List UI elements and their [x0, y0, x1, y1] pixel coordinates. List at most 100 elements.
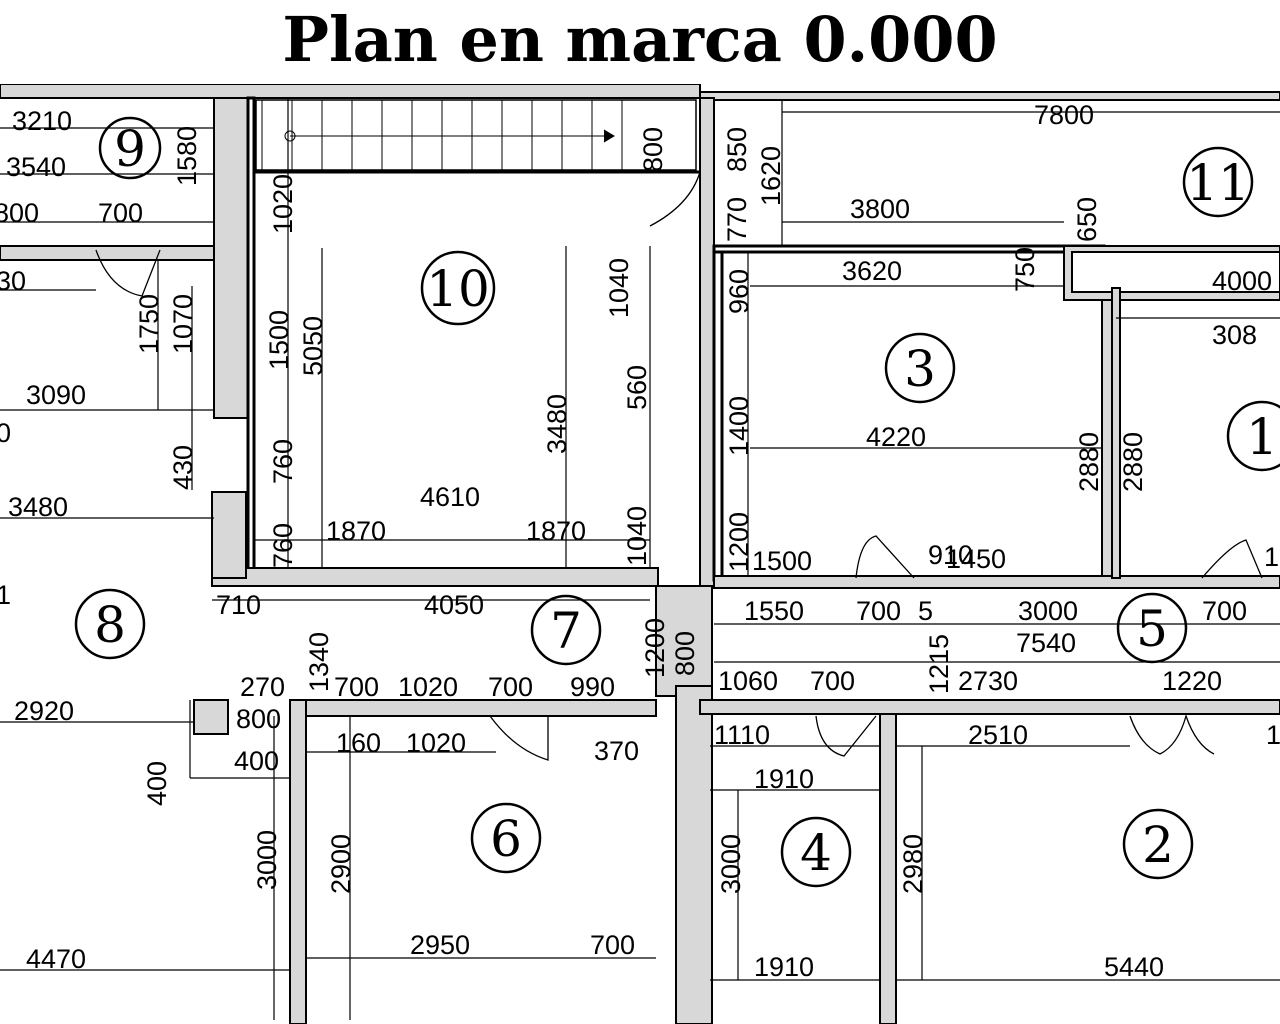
- wall-4-2-top: [699, 699, 1280, 715]
- dim-label: 370: [594, 736, 639, 766]
- dim-label: 1040: [622, 506, 652, 566]
- outer-wall-top-left: [0, 84, 701, 99]
- room-10-circle: [420, 250, 496, 326]
- doors: [95, 171, 1263, 761]
- dim-label: 2900: [326, 834, 356, 894]
- wall-3-left: [712, 250, 724, 582]
- wall-3-bottom: [713, 575, 1280, 589]
- dim-label: 2980: [898, 834, 928, 894]
- dim-label: 30: [0, 266, 26, 296]
- wall-4-2: [879, 713, 897, 1024]
- dim-label: 1040: [604, 258, 634, 318]
- room-1-number: 1: [1246, 408, 1278, 466]
- dim-label: 1020: [268, 174, 298, 234]
- room-8-number: 8: [94, 596, 126, 654]
- dim-label: 1500: [264, 310, 294, 370]
- dim-label: 0: [0, 418, 11, 448]
- dim-label: 1550: [744, 596, 804, 626]
- dim-label: 1620: [756, 146, 786, 206]
- room-6-number: 6: [490, 810, 522, 868]
- dim-label: 1215: [924, 634, 954, 694]
- dim-label: 400: [142, 761, 172, 806]
- dim-label: 760: [268, 523, 298, 568]
- column-8: [193, 699, 229, 735]
- door-2: [1129, 713, 1215, 755]
- dim-label: 800: [236, 704, 281, 734]
- room-3-number: 3: [904, 340, 936, 398]
- dim-label: 3090: [26, 380, 86, 410]
- staircase: [255, 99, 697, 171]
- dim-label: 5: [918, 596, 933, 626]
- dim-label: 700: [488, 672, 533, 702]
- room-5-number: 5: [1136, 600, 1168, 658]
- dim-label: 1580: [172, 126, 202, 186]
- dim-label: 7800: [1034, 100, 1094, 130]
- dim-label: 4050: [424, 590, 484, 620]
- dim-label: 1340: [304, 632, 334, 692]
- wall-8-9: [0, 245, 215, 261]
- dim-label: 2880: [1074, 432, 1104, 492]
- dim-label: 1020: [398, 672, 458, 702]
- dim-label: 3480: [8, 492, 68, 522]
- dim-label: 1870: [326, 516, 386, 546]
- dim-label: 700: [810, 666, 855, 696]
- dim-label: 3800: [850, 194, 910, 224]
- door-6: [489, 715, 549, 761]
- wall-8-10-corner: [211, 491, 247, 579]
- room-4-circle: [780, 816, 852, 888]
- dim-label: 4000: [1212, 266, 1272, 296]
- dim-label: 3620: [842, 256, 902, 286]
- dim-label: 1450: [946, 544, 1006, 574]
- wall-8-6: [289, 699, 307, 1024]
- dim-label: 990: [570, 672, 615, 702]
- room-5-circle: [1116, 592, 1188, 664]
- wall-9-10: [213, 97, 249, 419]
- dim-label: 800: [638, 127, 668, 172]
- dim-label: 3480: [542, 394, 572, 454]
- dim-label: 750: [1010, 247, 1040, 292]
- dim-label: 1870: [526, 516, 586, 546]
- room-7-circle: [530, 594, 602, 666]
- door-3: [855, 535, 915, 579]
- room-6-circle: [470, 802, 542, 874]
- dim-label: 1200: [724, 512, 754, 572]
- dim-label: 800: [0, 198, 39, 228]
- dim-label: 1910: [754, 764, 814, 794]
- dim-label: 2920: [14, 696, 74, 726]
- dim-label: 2950: [410, 930, 470, 960]
- dim-label: 760: [268, 439, 298, 484]
- dim-label: 2510: [968, 720, 1028, 750]
- wall-3-top: [712, 244, 1106, 254]
- outer-wall-top-right: [699, 91, 1280, 101]
- dim-label: 700: [98, 198, 143, 228]
- room-8-circle: [74, 588, 146, 660]
- dim-label: 1: [1266, 720, 1280, 750]
- dim-label: 700: [590, 930, 635, 960]
- dim-label: 560: [622, 365, 652, 410]
- wall-10-bottom: [211, 567, 659, 587]
- dimension-lines: [0, 98, 1280, 1020]
- door-4: [815, 715, 877, 757]
- dim-label: 7540: [1016, 628, 1076, 658]
- dim-label: 700: [1202, 596, 1247, 626]
- dim-label: 430: [168, 445, 198, 490]
- plan-title: Plan en marca 0.000: [282, 3, 998, 76]
- floor-plan: 9 10 11 3 1 8 7 5 6 4 2 3210 3540 800 70…: [0, 84, 1280, 1024]
- dim-label: 5050: [298, 316, 328, 376]
- dim-label: 1200: [640, 618, 670, 678]
- wall-10-right: [699, 97, 715, 589]
- dim-label: 910: [928, 540, 973, 570]
- room-10-number: 10: [426, 260, 490, 318]
- dim-label: 3000: [716, 834, 746, 894]
- dim-label: 1: [0, 580, 11, 610]
- dim-label: 1750: [134, 294, 164, 354]
- dim-label: 1: [1264, 542, 1279, 572]
- dim-label: 650: [1072, 197, 1102, 242]
- dim-label: 700: [334, 672, 379, 702]
- dim-label: 270: [240, 672, 285, 702]
- dim-label: 700: [856, 596, 901, 626]
- room-2-circle: [1122, 808, 1194, 880]
- door-10: [649, 171, 701, 227]
- dim-label: 800: [670, 631, 700, 676]
- dim-label: 960: [724, 269, 754, 314]
